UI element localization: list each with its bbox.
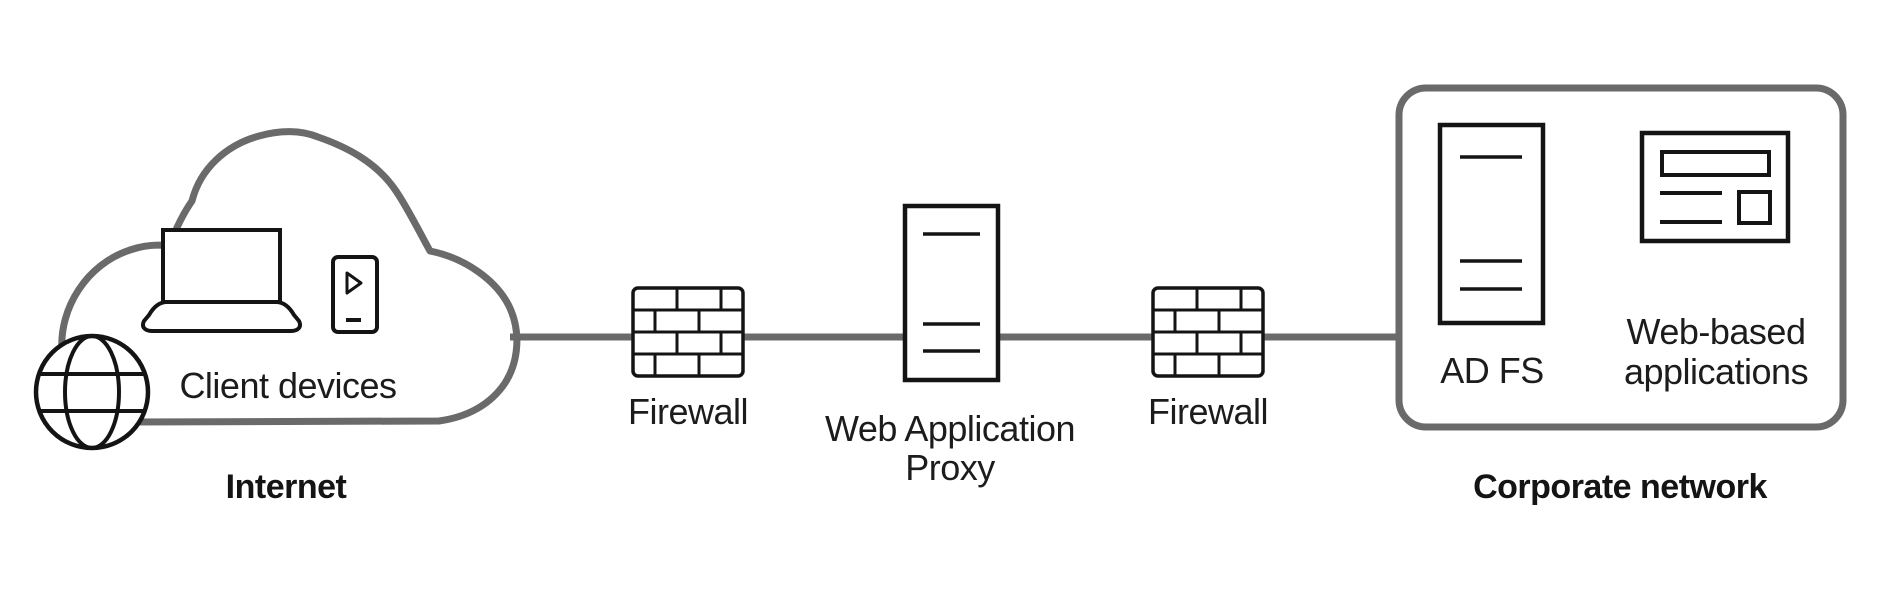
client-devices-label: Client devices bbox=[138, 366, 438, 406]
laptop-icon bbox=[143, 230, 300, 331]
firewall-right-label: Firewall bbox=[1108, 392, 1308, 432]
web-applications-window-icon bbox=[1642, 133, 1788, 241]
firewall-left-label: Firewall bbox=[588, 392, 788, 432]
internet-zone-label: Internet bbox=[136, 467, 436, 507]
web-application-proxy-server-icon bbox=[905, 206, 998, 380]
adfs-label: AD FS bbox=[1392, 351, 1592, 391]
web-based-applications-label: Web-based applications bbox=[1581, 312, 1851, 392]
corporate-network-zone-label: Corporate network bbox=[1470, 467, 1770, 507]
adfs-server-icon bbox=[1440, 125, 1543, 323]
firewall-right-icon bbox=[1153, 288, 1263, 376]
firewall-left-icon bbox=[633, 288, 743, 376]
web-application-proxy-label: Web Application Proxy bbox=[795, 409, 1105, 487]
mobile-phone-icon bbox=[333, 257, 377, 332]
